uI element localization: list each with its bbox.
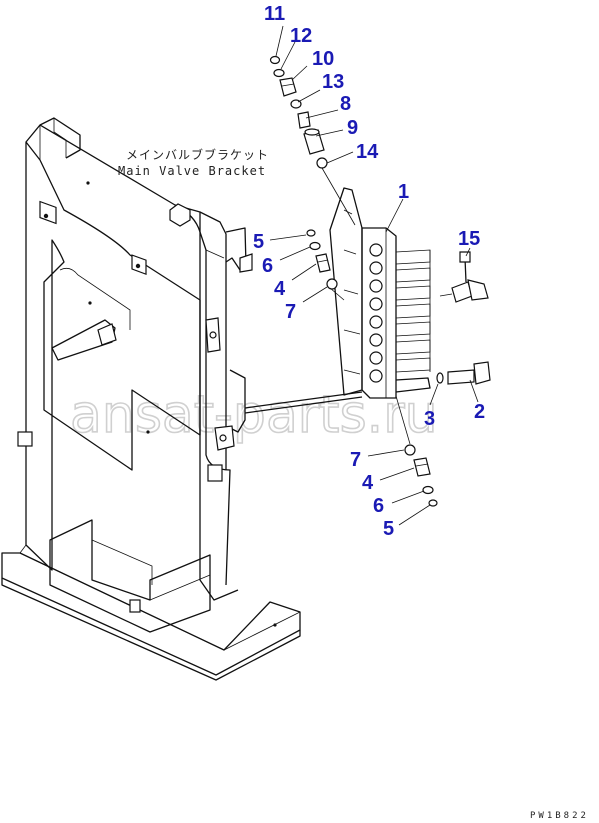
callout-12: 12 — [290, 25, 312, 47]
title-japanese: メインバルブブラケット — [126, 147, 269, 162]
fittings-top — [269, 55, 328, 169]
callout-11: 11 — [264, 3, 285, 25]
pipe-rods — [321, 167, 411, 445]
callout-4-upper: 4 — [274, 278, 286, 300]
bolt-2 — [436, 361, 491, 385]
callout-6-lower: 6 — [373, 495, 384, 517]
callout-3: 3 — [424, 408, 435, 430]
callout-13: 13 — [322, 71, 344, 93]
sensor-15 — [439, 251, 489, 303]
fittings-lower — [404, 444, 438, 507]
callout-14: 14 — [356, 141, 379, 163]
drawing-code: PW1B822 — [530, 811, 589, 821]
leader-lines — [269, 25, 479, 526]
callout-4-lower: 4 — [362, 472, 374, 494]
watermark: ansat-parts.ru — [70, 385, 438, 445]
callout-7-lower: 7 — [350, 449, 361, 471]
callout-6-upper: 6 — [262, 255, 273, 277]
callout-1: 1 — [398, 181, 409, 203]
title-english: Main Valve Bracket — [118, 164, 266, 178]
callout-10: 10 — [312, 48, 334, 70]
callout-5-upper: 5 — [253, 231, 264, 253]
valve-stack — [329, 187, 431, 399]
fittings-upper-left — [306, 229, 338, 290]
callout-5-lower: 5 — [383, 518, 394, 540]
part-callouts: 11 12 10 13 8 9 14 1 15 5 6 4 7 3 2 7 4 … — [253, 3, 485, 540]
main-valve-bracket — [1, 117, 363, 681]
callout-8: 8 — [340, 93, 351, 115]
callout-2: 2 — [474, 401, 485, 423]
callout-15: 15 — [458, 228, 480, 250]
callout-7-upper: 7 — [285, 301, 296, 323]
callout-9: 9 — [347, 117, 358, 139]
